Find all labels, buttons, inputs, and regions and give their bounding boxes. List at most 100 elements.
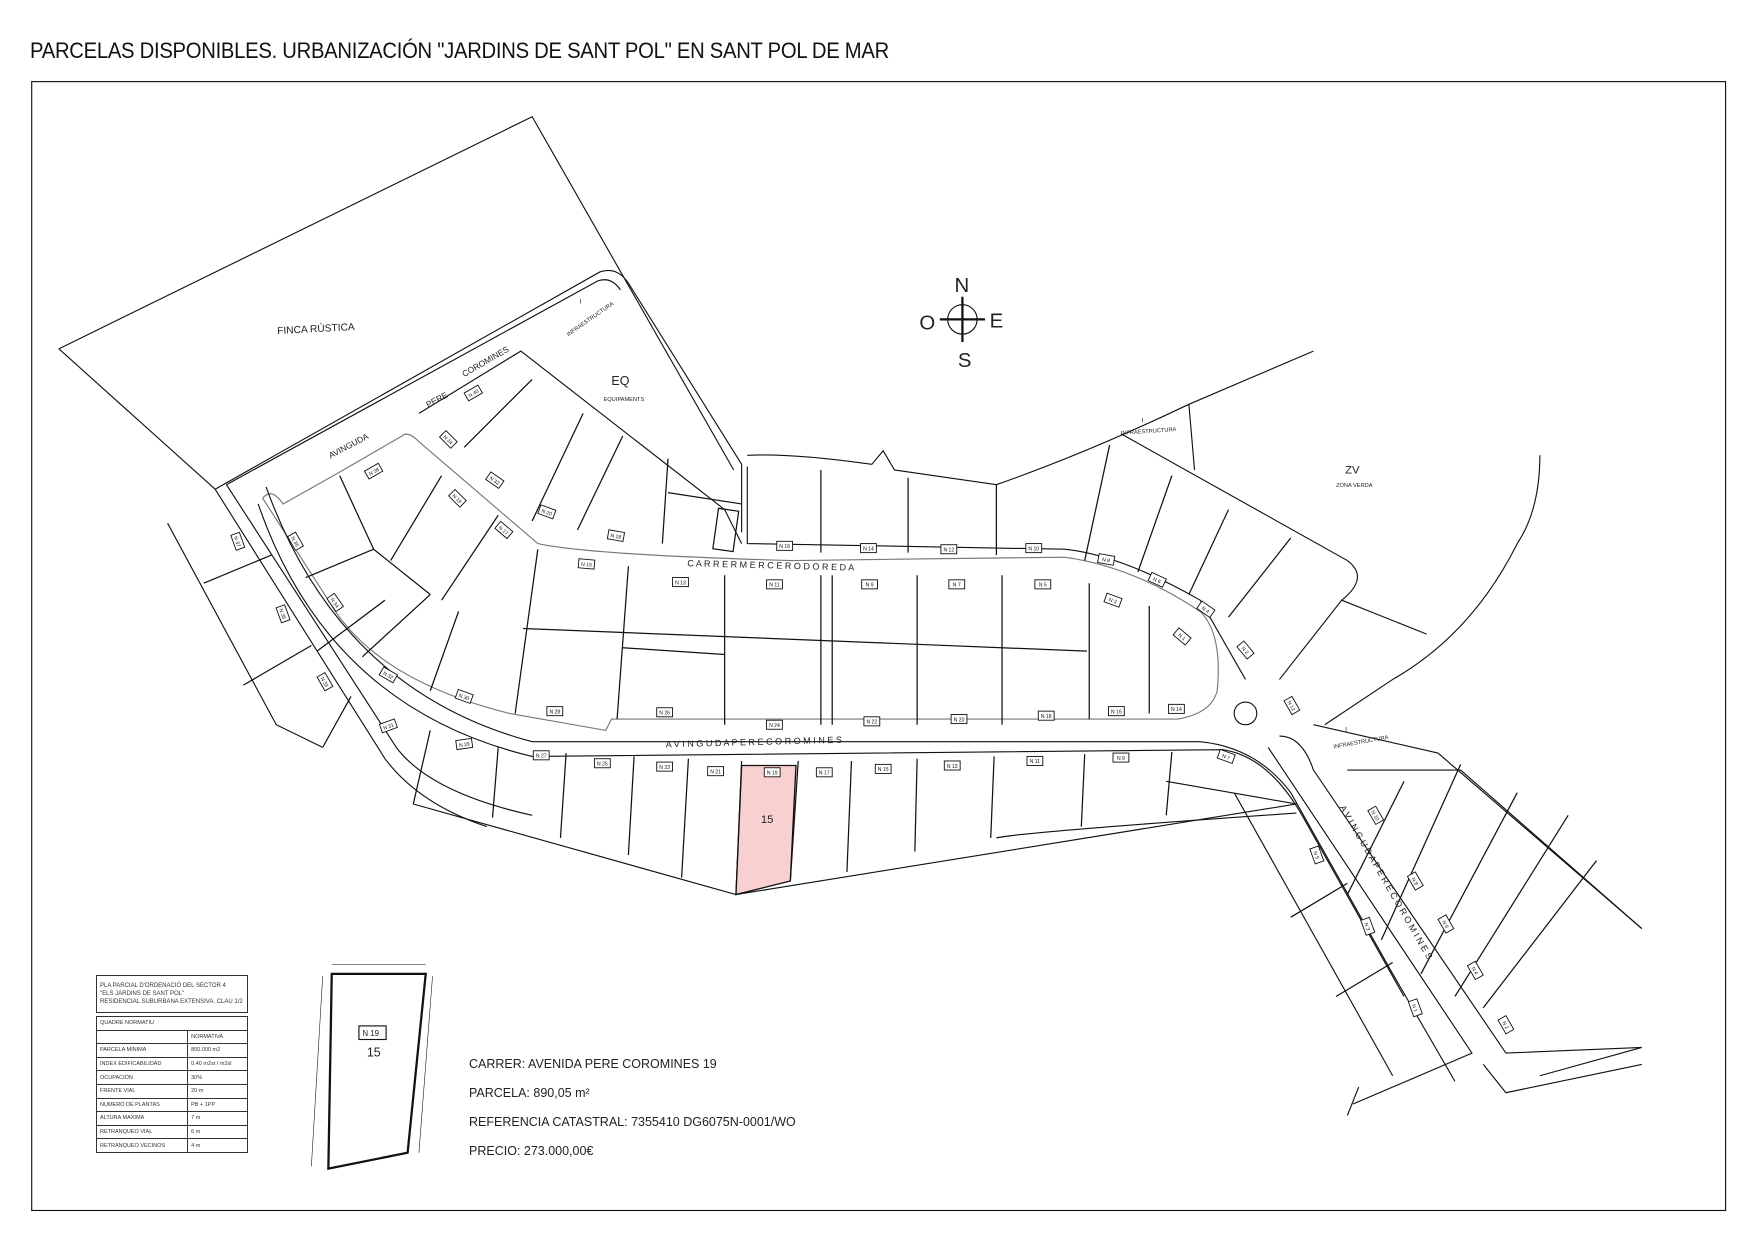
lot-label[interactable]: N 9 (1112, 752, 1130, 763)
lot-label-box (494, 520, 514, 540)
lot-label-box (766, 719, 783, 730)
lot-label[interactable]: N 1 (1172, 627, 1192, 646)
lot-number: N 17 (497, 525, 509, 537)
lot-label[interactable]: N 15 (577, 558, 596, 570)
lot-label[interactable]: N 27 (532, 750, 550, 761)
lot-label[interactable]: N 22 (863, 716, 881, 727)
lot-label[interactable]: N 14 (860, 543, 877, 554)
lot-label[interactable]: N 20 (537, 504, 557, 520)
detail-lot-label: N 19 (362, 1029, 379, 1038)
lot-label[interactable]: N 2 (1497, 1015, 1515, 1035)
lot-label[interactable]: N 17 (494, 520, 514, 540)
lot-label[interactable]: N 33 (316, 671, 334, 692)
lot-label[interactable]: N 12 (1283, 695, 1301, 716)
lot-label[interactable]: N 7 (1216, 748, 1236, 764)
lot-label[interactable]: N 12 (940, 544, 958, 555)
lot-label[interactable]: N 5 (1034, 579, 1052, 590)
lot-label[interactable]: N 17 (815, 767, 833, 778)
lot-label[interactable]: N 2 (1236, 640, 1255, 660)
lot-label[interactable]: N 36 (287, 531, 305, 552)
lot-label[interactable]: N 38 (363, 462, 384, 480)
compass-rose: N S E O (919, 275, 1003, 372)
lot-label[interactable]: N 32 (378, 666, 399, 684)
lot-label[interactable]: N 4 (1196, 600, 1216, 619)
norm-value: 4 m (187, 1138, 248, 1153)
lot-label[interactable]: N 16 (776, 540, 794, 551)
norm-key: RETRANQUEO VECINOS (95, 1138, 189, 1153)
lot-label[interactable]: N 21 (707, 766, 724, 777)
lot-label[interactable]: N 29 (455, 737, 474, 751)
lot-label[interactable]: N 34 (438, 429, 458, 449)
lot-label[interactable]: N 34 (326, 592, 345, 613)
lot-number: N 6 (1440, 920, 1449, 930)
lot-label[interactable]: N 28 (546, 706, 564, 717)
lot-label[interactable]: N 14 (1168, 703, 1185, 714)
lot-label[interactable]: N 31 (378, 718, 398, 734)
lot-label[interactable]: N 9 (861, 579, 878, 590)
lot-label[interactable]: N 10 (1367, 805, 1385, 826)
lot-label[interactable]: N 18 (1037, 710, 1055, 721)
lot-label[interactable]: N 30 (454, 688, 474, 704)
lot-label-box (537, 504, 557, 520)
lot-number: N 4 (1470, 966, 1479, 976)
lot-label[interactable]: N 32 (485, 471, 505, 490)
lot-label[interactable]: N 3 (1103, 592, 1123, 608)
lot-label-box (874, 763, 892, 774)
lot-number: N 13 (675, 580, 686, 586)
lot-number: N 12 (1286, 700, 1297, 712)
norm-value: 7 m (187, 1111, 248, 1126)
lot-label[interactable]: N 11 (1026, 755, 1044, 766)
lot-label[interactable]: N 13 (672, 577, 689, 588)
lot-label[interactable]: N 16 (1108, 706, 1125, 717)
lot-label[interactable]: N 11 (766, 579, 783, 590)
lot-label[interactable]: N 19 (447, 488, 467, 508)
lot-number: N 35 (277, 608, 286, 620)
norm-key: NUMERO DE PLANTAS (95, 1097, 189, 1113)
lot-label-box (1037, 710, 1055, 721)
lot-label-box (1097, 553, 1116, 566)
lot-label-box (1360, 916, 1376, 936)
lot-label-box (1172, 627, 1192, 646)
lot-label[interactable]: N 15 (874, 763, 892, 774)
lot-label[interactable]: N 7 (948, 579, 966, 590)
lot-label[interactable]: N 40 (463, 384, 484, 402)
lot-label[interactable]: N 37 (230, 531, 246, 551)
lot-number: N 37 (232, 536, 241, 548)
lot-number: N 34 (442, 434, 454, 446)
lot-label-box (606, 529, 626, 543)
lot-label[interactable]: N 23 (656, 761, 674, 772)
lot-label[interactable]: N 25 (593, 758, 611, 769)
lot-label[interactable]: N 5 (1309, 845, 1325, 865)
lot-label[interactable]: N 35 (275, 604, 291, 624)
lot-label[interactable]: N 4 (1466, 960, 1484, 981)
lot-number: N 21 (710, 769, 721, 775)
norm-col-header: NORMATIVA (187, 1029, 248, 1045)
lot-label[interactable]: N 13 (943, 760, 961, 771)
lot-label[interactable]: N 3 (1360, 916, 1376, 936)
norm-value: 0.40 m2st / m2sl (187, 1056, 248, 1072)
lot-label-box (1034, 579, 1052, 590)
zone-zv-sub: ZONA VERDA (1336, 483, 1373, 489)
lot-label[interactable]: N 10 (1025, 543, 1043, 554)
lot-label[interactable]: N 6 (1437, 914, 1455, 934)
lot-number: N 10 (1028, 546, 1039, 552)
lot-label[interactable]: N 26 (656, 707, 674, 718)
lot-label[interactable]: N 20 (950, 714, 968, 725)
lot-label[interactable]: N 19 (763, 767, 781, 778)
lot-label[interactable]: N 18 (606, 529, 626, 543)
lot-label[interactable]: N 8 (1406, 871, 1424, 891)
lot-number: N 36 (289, 536, 300, 548)
lot-number: N 11 (1030, 759, 1041, 765)
lot-label[interactable]: N 24 (766, 719, 783, 730)
lot-number: N 19 (451, 493, 463, 505)
lot-label[interactable]: N 8 (1097, 553, 1116, 566)
highlighted-parcel[interactable] (735, 764, 797, 896)
lot-label[interactable]: N 6 (1147, 571, 1167, 588)
lot-label-box (1196, 600, 1216, 619)
lot-number: N 3 (1108, 597, 1118, 605)
lot-label[interactable]: N 1 (1407, 998, 1423, 1018)
lot-number: N 6 (1152, 577, 1162, 586)
lot-number: N 15 (878, 767, 889, 773)
lot-number: N 1 (1410, 1003, 1418, 1013)
